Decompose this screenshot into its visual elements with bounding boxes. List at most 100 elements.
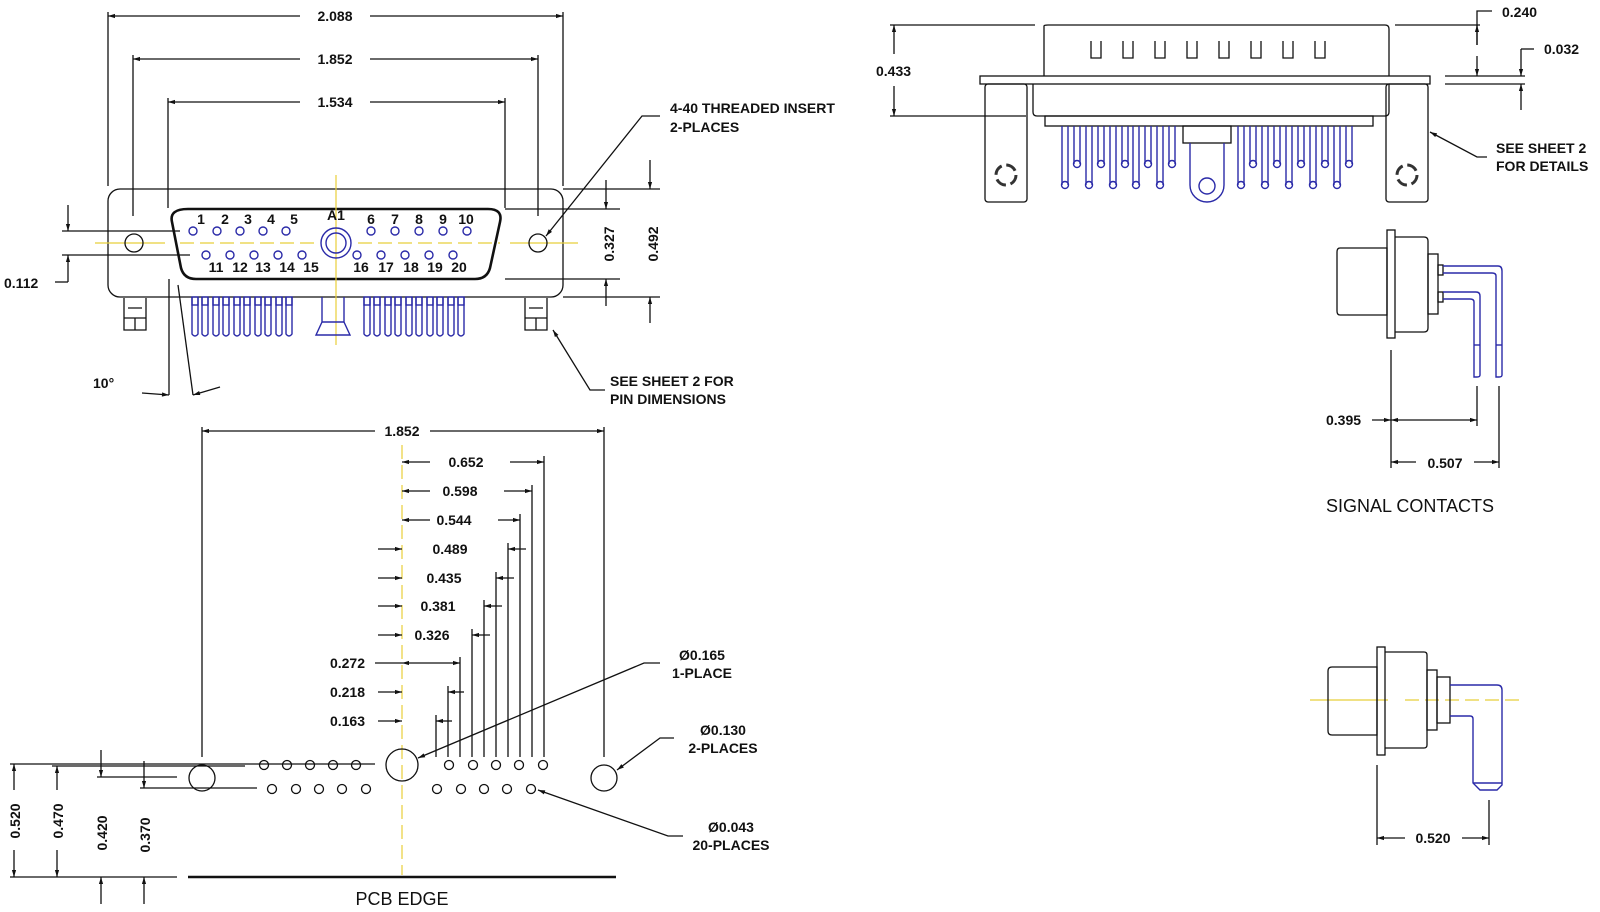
pin-tail xyxy=(373,297,381,337)
side-pin xyxy=(1061,126,1069,185)
dim-shell-height-side: 0.240 xyxy=(1502,4,1537,20)
coax-flange xyxy=(1376,646,1386,756)
pin-label: 7 xyxy=(391,211,399,227)
coax-shell xyxy=(1327,666,1378,736)
pin-label: 10 xyxy=(458,211,474,227)
signal-flange xyxy=(1386,229,1396,339)
pcb-pin-holes xyxy=(258,759,549,795)
pin-hole xyxy=(448,250,458,260)
pcb-pin-hole xyxy=(478,783,490,795)
pin-tail xyxy=(233,297,241,337)
side-pin xyxy=(1144,126,1152,164)
dim-coax-offset: 0.520 xyxy=(1415,830,1450,846)
pin-hole xyxy=(462,226,472,236)
dim-pcb-x: 0.272 xyxy=(330,655,365,671)
dim-pcb-x: 0.218 xyxy=(330,684,365,700)
side-pin xyxy=(1085,126,1093,185)
callout-bracket-line2: FOR DETAILS xyxy=(1496,158,1588,174)
pin-label: 17 xyxy=(378,259,394,275)
pin-hole xyxy=(281,226,291,236)
pcb-pin-hole xyxy=(443,759,455,771)
side-coax-body xyxy=(1182,125,1232,144)
dim-pcb-x: 0.381 xyxy=(420,598,455,614)
pin-label: 18 xyxy=(403,259,419,275)
signal-contact-row2 xyxy=(1443,265,1503,378)
board-lock-left xyxy=(123,298,147,331)
pcb-pin-hole xyxy=(537,759,549,771)
signal-insulator xyxy=(1427,253,1439,315)
side-pin xyxy=(1333,126,1341,185)
callout-bracket-line1: SEE SHEET 2 xyxy=(1496,140,1586,156)
pin-hole xyxy=(273,250,283,260)
dim-label: 1.534 xyxy=(317,94,352,110)
pin-hole xyxy=(424,250,434,260)
pin-hole xyxy=(249,250,259,260)
pin-label: 12 xyxy=(232,259,248,275)
side-pin xyxy=(1132,126,1140,185)
pin-label: 1 xyxy=(197,211,205,227)
pin-tail xyxy=(394,297,402,337)
dim-pcb-y4: 0.370 xyxy=(137,817,153,852)
dim-label: 2.088 xyxy=(317,8,352,24)
pcb-x-dimensions: 0.6520.5980.5440.4890.4350.3810.3260.272… xyxy=(330,454,545,757)
pin-label: 6 xyxy=(367,211,375,227)
dim-flange-thickness: 0.032 xyxy=(1544,41,1579,57)
callout-threaded-insert-line2: 2-PLACES xyxy=(670,119,739,135)
pin-tail xyxy=(201,297,209,337)
pin-tail xyxy=(254,297,262,337)
dim-shell-height: 0.327 xyxy=(601,226,617,261)
side-pin xyxy=(1309,126,1317,185)
d-shell-outline xyxy=(170,207,502,281)
dim-signal-row1: 0.395 xyxy=(1326,412,1361,428)
pin-hole xyxy=(366,226,376,236)
pcb-pin-hole xyxy=(258,759,270,771)
pcb-coax-hole xyxy=(385,748,419,782)
pcb-pin-hole xyxy=(501,783,513,795)
callout-mount-hole-line1: Ø0.130 xyxy=(700,722,746,738)
pcb-edge-label: PCB EDGE xyxy=(355,889,448,909)
pin-hole xyxy=(297,250,307,260)
callout-pin-hole-line2: 20-PLACES xyxy=(692,837,769,853)
pcb-pin-hole xyxy=(327,759,339,771)
bracket-right xyxy=(1385,83,1429,203)
pin-tail xyxy=(457,297,465,337)
pin-tail xyxy=(191,297,199,337)
callout-pin-dims-line1: SEE SHEET 2 FOR xyxy=(610,373,734,389)
board-lock-right xyxy=(524,298,548,331)
pin-label: 9 xyxy=(439,211,447,227)
side-pin xyxy=(1249,126,1257,164)
signal-contact-row1 xyxy=(1443,291,1481,378)
pin-tail xyxy=(415,297,423,337)
callout-pin-dims-line2: PIN DIMENSIONS xyxy=(610,391,726,407)
pin-tail xyxy=(363,297,371,337)
dim-overall-height: 0.433 xyxy=(876,63,911,79)
side-pin xyxy=(1237,126,1245,185)
bracket-left xyxy=(984,83,1028,203)
pin-hole xyxy=(376,250,386,260)
dim-pcb-x: 0.598 xyxy=(442,483,477,499)
pin-tail xyxy=(243,297,251,337)
pin-tail xyxy=(212,297,220,337)
dim-pcb-x: 0.489 xyxy=(432,541,467,557)
pcb-pin-hole xyxy=(350,759,362,771)
signal-contacts-view: 0.395 0.507 SIGNAL CONTACTS xyxy=(1326,229,1503,516)
pin-tail xyxy=(426,297,434,337)
pin-label: 16 xyxy=(353,259,369,275)
side-pin xyxy=(1321,126,1329,164)
pin-label: A1 xyxy=(327,207,345,223)
side-insulator xyxy=(1044,115,1374,127)
side-flange xyxy=(979,75,1431,85)
dim-pcb-x: 0.652 xyxy=(448,454,483,470)
coax-contact-view: 0.520 xyxy=(1310,646,1520,846)
side-pin xyxy=(1273,126,1281,164)
dim-signal-row2: 0.507 xyxy=(1427,455,1462,471)
front-pin-tails xyxy=(191,296,465,337)
dim-pin-angle: 10° xyxy=(93,375,114,391)
side-body xyxy=(1032,84,1390,117)
pcb-pin-hole xyxy=(336,783,348,795)
pin-tail xyxy=(222,297,230,337)
callout-threaded-insert-line1: 4-40 THREADED INSERT xyxy=(670,100,835,116)
coax-contact-inner xyxy=(325,232,347,254)
coax-contact-rightangle xyxy=(1450,684,1503,791)
